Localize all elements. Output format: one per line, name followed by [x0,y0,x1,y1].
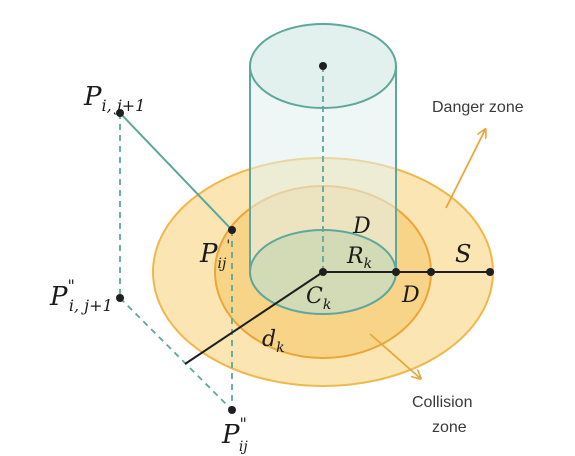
point-s [486,268,494,276]
danger-zone-arrow [445,130,485,209]
point-ck [319,268,327,276]
label-s: S [455,240,471,268]
label-danger-zone: Danger zone [432,99,524,116]
label-p-ij: Pij' [199,238,230,272]
segment-trajectory [119,112,233,231]
label-rk: Rk [346,244,372,272]
label-collision-zone-line2: zone [432,419,467,436]
label-dk: dk [262,327,285,356]
point-p-proj [116,294,124,302]
label-p-top: Pi, j+1 [83,82,145,115]
point-p-ij [228,226,236,234]
point-p-ij-proj [228,406,236,414]
label-p-ij-proj: P"ij [221,414,248,455]
label-ck: Ck [306,284,331,313]
point-d [427,268,435,276]
label-p-proj: P"i, j+1 [49,276,113,315]
label-d-lower: D [401,283,420,308]
point-rk [392,268,400,276]
label-d-upper: D [352,214,371,239]
projection-line-bottom [119,297,233,411]
label-collision-zone-line1: Collision [412,394,472,411]
point-p-top [116,109,124,117]
distance-line-dk [184,271,324,365]
point-center-top [319,62,327,70]
collision-zone-arrow [369,333,420,378]
